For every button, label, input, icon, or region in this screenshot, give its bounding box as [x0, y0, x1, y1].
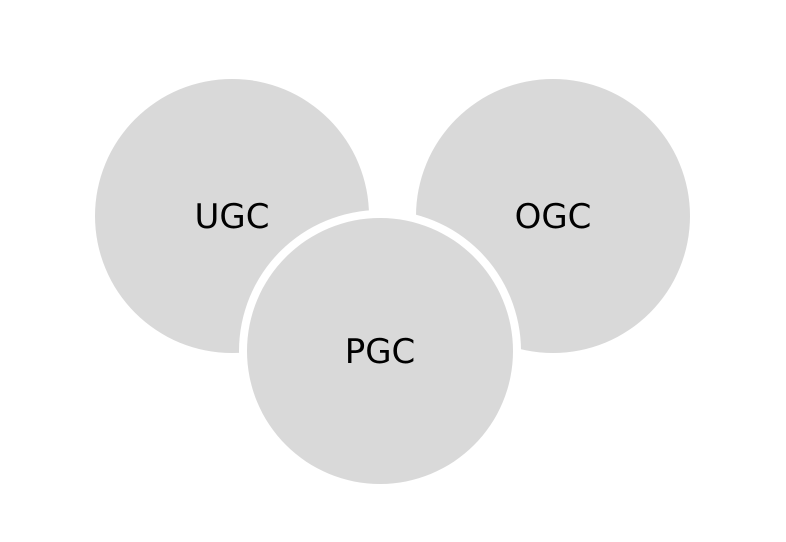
pgc-label: PGC [345, 332, 416, 372]
ugc-label: UGC [195, 197, 270, 237]
circle-pgc [247, 218, 513, 484]
ogc-label: OGC [515, 197, 592, 237]
